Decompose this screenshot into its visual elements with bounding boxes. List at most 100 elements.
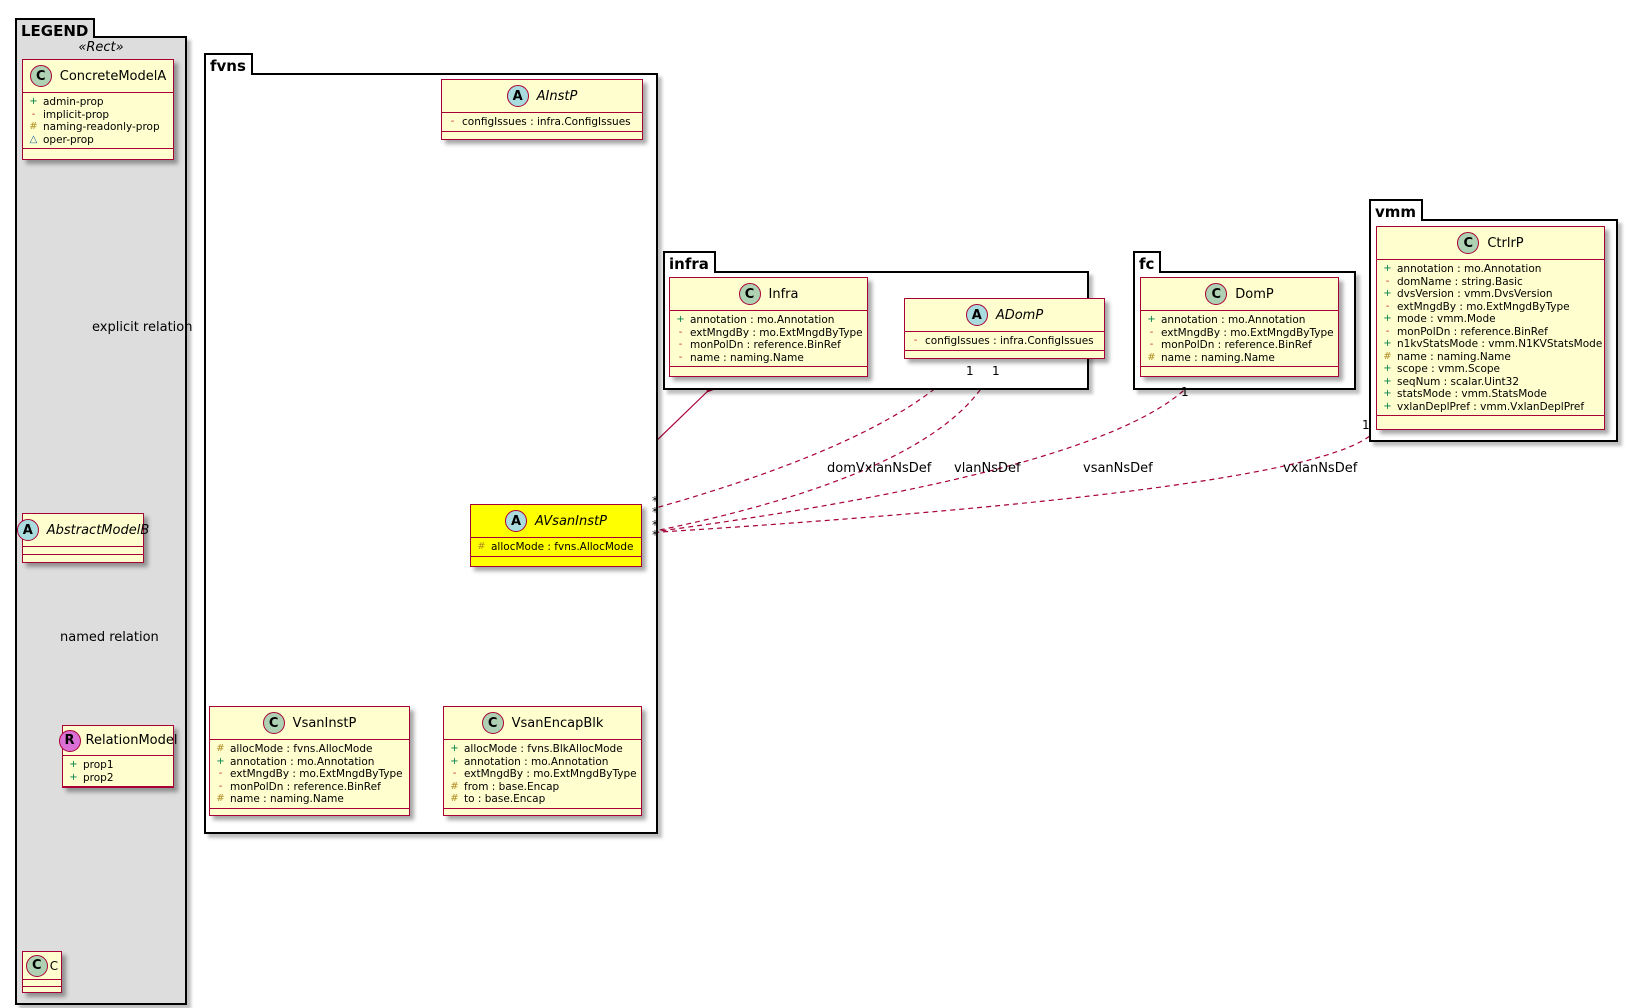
class-name: RelationModel bbox=[85, 733, 178, 748]
class-name: AInstP bbox=[536, 88, 578, 104]
attribute: +annotation : mo.Annotation bbox=[1383, 263, 1542, 275]
multiplicity-avsaninstp-many-d: * bbox=[652, 528, 658, 542]
protected-visibility-icon: # bbox=[1147, 351, 1156, 363]
vmm-package-title: vmm bbox=[1369, 199, 1424, 221]
class-ainstp[interactable]: A AInstP -configIssues : infra.ConfigIss… bbox=[441, 79, 643, 140]
attribute: +statsMode : vmm.StatsMode bbox=[1383, 388, 1547, 400]
private-visibility-icon: - bbox=[450, 116, 455, 127]
private-visibility-icon: - bbox=[913, 335, 918, 346]
class-ctrlrp[interactable]: C CtrlrP +annotation : mo.Annotation -do… bbox=[1376, 226, 1605, 430]
multiplicity-avsaninstp-many-b: * bbox=[652, 505, 658, 519]
attribute: #from : base.Encap bbox=[450, 780, 560, 793]
class-name: Infra bbox=[768, 286, 799, 302]
attribute: +seqNum : scalar.Uint32 bbox=[1383, 375, 1520, 388]
relation-r-icon: R bbox=[58, 729, 81, 752]
protected-visibility-icon: # bbox=[477, 541, 486, 552]
attribute: +allocMode : fvns.BlkAllocMode bbox=[450, 743, 623, 755]
attribute-list: -configIssues : infra.ConfigIssues bbox=[905, 332, 1104, 351]
protected-visibility-icon: # bbox=[450, 793, 459, 804]
private-visibility-icon: - bbox=[678, 339, 683, 350]
attribute: -extMngdBy : mo.ExtMngdByType bbox=[676, 326, 863, 340]
attribute: +scope : vmm.Scope bbox=[1383, 363, 1501, 375]
attribute-list: +allocMode : fvns.BlkAllocMode +annotati… bbox=[444, 740, 641, 809]
class-c[interactable]: C C bbox=[22, 951, 62, 993]
class-vsanencapblk[interactable]: C VsanEncapBlk +allocMode : fvns.BlkAllo… bbox=[443, 706, 642, 816]
private-visibility-icon: - bbox=[218, 768, 223, 779]
attribute-list: +prop1 +prop2 bbox=[63, 756, 173, 787]
attribute: -extMngdBy : mo.ExtMngdByType bbox=[450, 768, 637, 781]
class-c-icon: C bbox=[29, 65, 52, 87]
class-adomp[interactable]: A ADomP -configIssues : infra.ConfigIssu… bbox=[904, 298, 1105, 359]
attribute: △oper-prop bbox=[29, 133, 94, 146]
edge-vsannsdef bbox=[645, 377, 1197, 533]
class-relationmodel[interactable]: R RelationModel +prop1 +prop2 bbox=[58, 725, 177, 788]
private-visibility-icon: - bbox=[218, 780, 223, 792]
attribute: +prop1 bbox=[69, 759, 114, 771]
fc-package-title: fc bbox=[1133, 251, 1162, 273]
private-visibility-icon: - bbox=[678, 326, 683, 338]
class-vsaninstp[interactable]: C VsanInstP #allocMode : fvns.AllocMode … bbox=[209, 706, 410, 816]
class-name: AVsanInstP bbox=[535, 513, 607, 529]
class-name: AbstractModelB bbox=[46, 522, 150, 538]
attribute: #to : base.Encap bbox=[450, 793, 546, 805]
class-concretemodela[interactable]: C ConcreteModelA +admin-prop -implicit-p… bbox=[22, 59, 174, 160]
public-visibility-icon: + bbox=[29, 96, 38, 107]
private-visibility-icon: - bbox=[678, 351, 683, 363]
class-name: ConcreteModelA bbox=[59, 68, 167, 84]
attribute: -monPolDn : reference.BinRef bbox=[1383, 326, 1598, 339]
attribute: #name : naming.Name bbox=[1383, 350, 1511, 363]
legend-stereotype: «Rect» bbox=[78, 40, 124, 55]
public-visibility-icon: + bbox=[1147, 314, 1156, 325]
class-name: VsanInstP bbox=[292, 715, 357, 731]
protected-visibility-icon: # bbox=[216, 743, 225, 754]
abstract-class-a-icon: A bbox=[16, 519, 39, 541]
public-visibility-icon: + bbox=[1383, 363, 1392, 374]
attribute: +mode : vmm.Mode bbox=[1383, 313, 1496, 325]
attribute: -domName : string.Basic bbox=[1383, 276, 1598, 289]
attribute: +annotation : mo.Annotation bbox=[676, 314, 835, 326]
attribute: #allocMode : fvns.AllocMode bbox=[216, 743, 373, 755]
named-relation-label: named relation bbox=[60, 630, 159, 645]
attribute-list: +annotation : mo.Annotation -domName : s… bbox=[1377, 260, 1604, 416]
attribute: +annotation : mo.Annotation bbox=[1147, 314, 1306, 326]
private-visibility-icon: - bbox=[1149, 339, 1154, 350]
public-visibility-icon: + bbox=[1383, 288, 1392, 299]
class-name: CtrlrP bbox=[1487, 235, 1524, 251]
class-c-icon: C bbox=[1205, 283, 1228, 305]
public-visibility-icon: + bbox=[216, 755, 225, 767]
attribute: -name : naming.Name bbox=[676, 352, 861, 365]
multiplicity-ctrlrp-1: 1 bbox=[1362, 418, 1370, 432]
class-infra[interactable]: C Infra +annotation : mo.Annotation -ext… bbox=[669, 277, 868, 377]
attribute-list: #allocMode : fvns.AllocMode bbox=[471, 538, 641, 557]
abstract-class-a-icon: A bbox=[505, 510, 528, 532]
public-visibility-icon: + bbox=[1383, 313, 1392, 324]
multiplicity-avsaninstp-many-a: * bbox=[652, 494, 658, 508]
explicit-relation-label: explicit relation bbox=[92, 320, 193, 335]
private-visibility-icon: - bbox=[1385, 325, 1390, 337]
public-visibility-icon: + bbox=[1383, 263, 1392, 274]
class-domp[interactable]: C DomP +annotation : mo.Annotation -extM… bbox=[1140, 277, 1339, 377]
private-visibility-icon: - bbox=[1385, 300, 1390, 312]
public-visibility-icon: + bbox=[450, 743, 459, 754]
attribute: -monPolDn : reference.BinRef bbox=[216, 781, 403, 794]
class-name: C bbox=[49, 958, 59, 973]
attribute: -extMngdBy : mo.ExtMngdByType bbox=[1383, 301, 1598, 314]
attribute: #name : naming.Name bbox=[216, 793, 344, 805]
attribute: -extMngdBy : mo.ExtMngdByType bbox=[1147, 327, 1334, 340]
attribute: -monPolDn : reference.BinRef bbox=[1147, 339, 1332, 352]
vlannsdef-label: vlanNsDef bbox=[954, 461, 1021, 476]
class-c-icon: C bbox=[738, 283, 761, 305]
protected-visibility-icon: # bbox=[450, 780, 459, 792]
multiplicity-adomp-1a: 1 bbox=[966, 364, 974, 378]
attribute: -configIssues : infra.ConfigIssues bbox=[911, 335, 1098, 348]
legend-package-title: LEGEND bbox=[15, 18, 96, 40]
abstract-class-a-icon: A bbox=[965, 304, 988, 326]
public-visibility-icon: + bbox=[450, 755, 459, 767]
attribute-list: #allocMode : fvns.AllocMode +annotation … bbox=[210, 740, 409, 809]
protected-visibility-icon: # bbox=[29, 121, 38, 132]
class-avsaninstp[interactable]: A AVsanInstP #allocMode : fvns.AllocMode bbox=[470, 504, 642, 567]
class-c-icon: C bbox=[1457, 232, 1480, 254]
class-abstractmodelb[interactable]: A AbstractModelB bbox=[16, 513, 149, 563]
private-visibility-icon: - bbox=[31, 108, 36, 120]
attribute: -extMngdBy : mo.ExtMngdByType bbox=[216, 768, 403, 781]
